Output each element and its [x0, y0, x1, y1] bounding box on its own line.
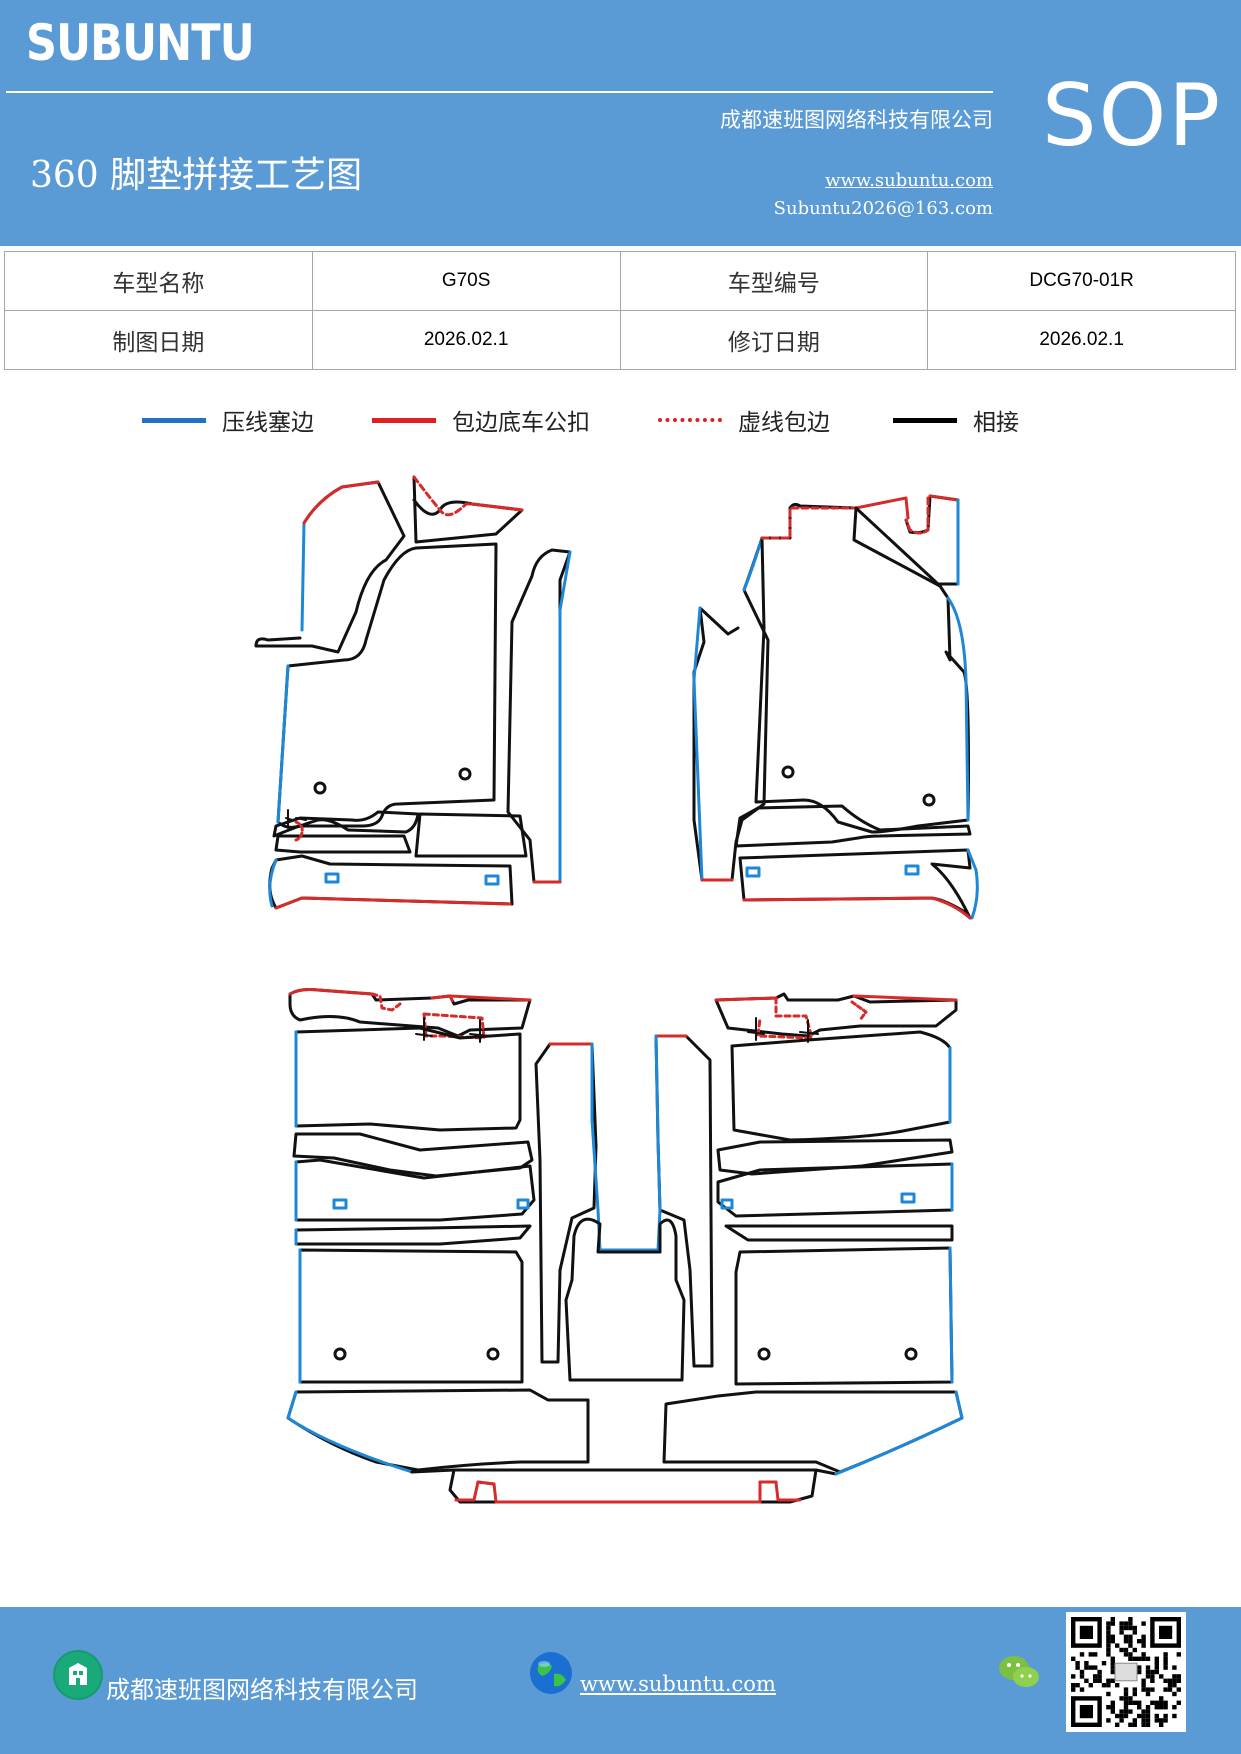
- header-website-link[interactable]: www.subuntu.com: [825, 170, 993, 191]
- building-icon: [55, 1652, 101, 1698]
- front-left-mat: [254, 475, 572, 910]
- legend-label: 包边底车公扣: [452, 410, 590, 436]
- model-code-value: DCG70-01R: [927, 251, 1236, 311]
- legend-label: 相接: [973, 410, 1019, 436]
- legend-item-dashed-wrap: 虚线包边: [658, 402, 830, 438]
- legend-label: 虚线包边: [738, 410, 830, 436]
- model-name-label: 车型名称: [4, 251, 313, 311]
- header-company: 成都速班图网络科技有限公司: [720, 108, 993, 132]
- qr-code: [1066, 1612, 1186, 1732]
- floor-mat-diagram: [254, 475, 979, 1504]
- table-row: 制图日期 2026.02.1 修订日期 2026.02.1: [4, 310, 1236, 370]
- brand-logo: SUBUNTU: [26, 14, 255, 72]
- draw-date-value: 2026.02.1: [311, 310, 621, 370]
- draw-date-label: 制图日期: [4, 310, 313, 370]
- legend-swatch: [372, 417, 436, 423]
- model-name-value: G70S: [311, 251, 621, 311]
- info-table: 车型名称 G70S 车型编号 DCG70-01R 制图日期 2026.02.1 …: [4, 251, 1236, 370]
- header-email: Subuntu2026@163.com: [773, 198, 993, 219]
- header-divider: [6, 91, 993, 93]
- globe-icon: [528, 1650, 574, 1696]
- header-banner: [0, 0, 1241, 246]
- page-title: 360 脚垫拼接工艺图: [30, 155, 363, 196]
- revise-date-value: 2026.02.1: [927, 310, 1236, 370]
- sop-badge: SOP: [1042, 66, 1223, 166]
- legend-swatch: [142, 417, 206, 423]
- legend-item-joined: 相接: [893, 402, 1019, 438]
- table-row: 车型名称 G70S 车型编号 DCG70-01R: [4, 251, 1236, 311]
- legend-label: 压线塞边: [222, 410, 314, 436]
- legend-swatch: [893, 417, 957, 423]
- legend-swatch: [658, 418, 722, 422]
- legend-item-wrap-buckle: 包边底车公扣: [372, 402, 590, 438]
- footer-company: 成都速班图网络科技有限公司: [106, 1676, 418, 1704]
- front-right-mat: [692, 494, 979, 920]
- revise-date-label: 修订日期: [619, 310, 929, 370]
- rear-right-mat: [662, 992, 964, 1476]
- legend-item-press-line: 压线塞边: [142, 402, 314, 438]
- wechat-icon[interactable]: [996, 1652, 1042, 1692]
- model-code-label: 车型编号: [619, 251, 929, 311]
- rear-middle-mats: [410, 1034, 838, 1504]
- rear-left-mat: [286, 988, 590, 1474]
- footer-website-link[interactable]: www.subuntu.com: [580, 1672, 776, 1696]
